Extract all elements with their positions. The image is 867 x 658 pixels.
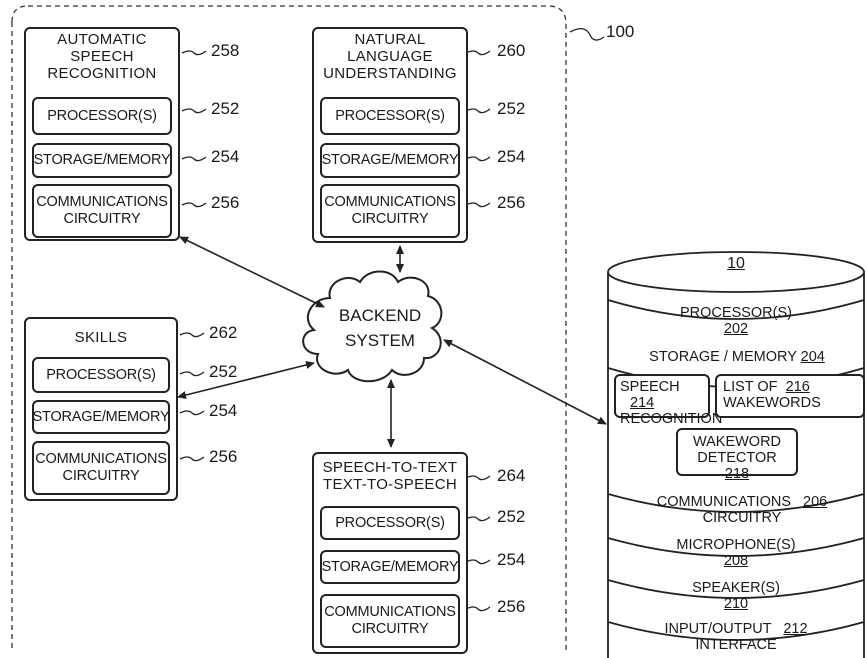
skills-processor-ref: 252 (209, 362, 238, 381)
backend-label: BACKEND SYSTEM (330, 303, 430, 353)
system-ref: 100 (606, 22, 635, 41)
asr-comm-ref: 256 (211, 193, 240, 212)
tts-module: SPEECH-TO-TEXT TEXT-TO-SPEECH PROCESSOR(… (312, 452, 468, 654)
tts-processor-ref: 252 (497, 507, 526, 526)
asr-ref: 258 (211, 41, 240, 60)
tts-title: SPEECH-TO-TEXT TEXT-TO-SPEECH (322, 459, 458, 493)
asr-communications: COMMUNICATIONS CIRCUITRY (32, 184, 172, 238)
device-storage: STORAGE / MEMORY 204 (649, 349, 825, 365)
asr-storage-ref: 254 (211, 147, 240, 166)
backend-label-line2: SYSTEM (345, 331, 415, 350)
skills-communications: COMMUNICATIONS CIRCUITRY (32, 441, 170, 495)
device-ref: 10 (727, 255, 745, 272)
device-communications: COMMUNICATIONS 206 CIRCUITRY (656, 494, 828, 526)
nlu-comm-ref: 256 (497, 193, 526, 212)
tts-storage-ref: 254 (497, 550, 526, 569)
nlu-communications: COMMUNICATIONS CIRCUITRY (320, 184, 460, 238)
nlu-storage: STORAGE/MEMORY (320, 143, 460, 178)
device-speaker: SPEAKER(S) 210 (692, 580, 780, 612)
nlu-ref: 260 (497, 41, 526, 60)
tts-storage: STORAGE/MEMORY (320, 550, 460, 584)
ref-leaders (179, 50, 491, 612)
device-wakewords-list: LIST OF 216 WAKEWORDS (715, 374, 865, 418)
tts-communications: COMMUNICATIONS CIRCUITRY (320, 594, 460, 648)
nlu-processor: PROCESSOR(S) (320, 97, 460, 135)
asr-processor-ref: 252 (211, 99, 240, 118)
asr-title: AUTOMATIC SPEECH RECOGNITION (47, 31, 157, 82)
device-wakeword-detector: WAKEWORD DETECTOR 218 (676, 428, 798, 482)
arrow-skills-backend (177, 361, 315, 399)
nlu-title: NATURAL LANGUAGE UNDERSTANDING (323, 31, 457, 82)
device-cylinder (607, 251, 865, 658)
tts-ref: 264 (497, 466, 526, 485)
asr-processor: PROCESSOR(S) (32, 97, 172, 135)
arrow-asr-backend (179, 236, 325, 308)
nlu-processor-ref: 252 (497, 99, 526, 118)
asr-storage: STORAGE/MEMORY (32, 143, 172, 178)
nlu-module: NATURAL LANGUAGE UNDERSTANDING PROCESSOR… (312, 27, 468, 243)
skills-processor: PROCESSOR(S) (32, 357, 170, 393)
skills-storage: STORAGE/MEMORY (32, 400, 170, 434)
skills-module: SKILLS PROCESSOR(S) STORAGE/MEMORY COMMU… (24, 317, 178, 501)
device-microphone: MICROPHONE(S) 208 (676, 537, 796, 569)
skills-comm-ref: 256 (209, 447, 238, 466)
device-io-interface: INPUT/OUTPUT 212 INTERFACE (664, 621, 808, 653)
system-boundary (11, 5, 567, 652)
skills-ref: 262 (209, 323, 238, 342)
nlu-storage-ref: 254 (497, 147, 526, 166)
device-processor: PROCESSOR(S) 202 (680, 305, 792, 337)
backend-cloud (302, 270, 443, 383)
tts-processor: PROCESSOR(S) (320, 506, 460, 540)
skills-title: SKILLS (74, 329, 128, 346)
device-speech-recognition: SPEECH 214 RECOGNITION (614, 374, 722, 427)
tts-comm-ref: 256 (497, 597, 526, 616)
arrow-backend-device (443, 339, 607, 425)
backend-label-line1: BACKEND (338, 306, 422, 325)
skills-storage-ref: 254 (209, 401, 238, 420)
asr-module: AUTOMATIC SPEECH RECOGNITION PROCESSOR(S… (24, 27, 180, 241)
ref-100-leader (569, 28, 605, 41)
